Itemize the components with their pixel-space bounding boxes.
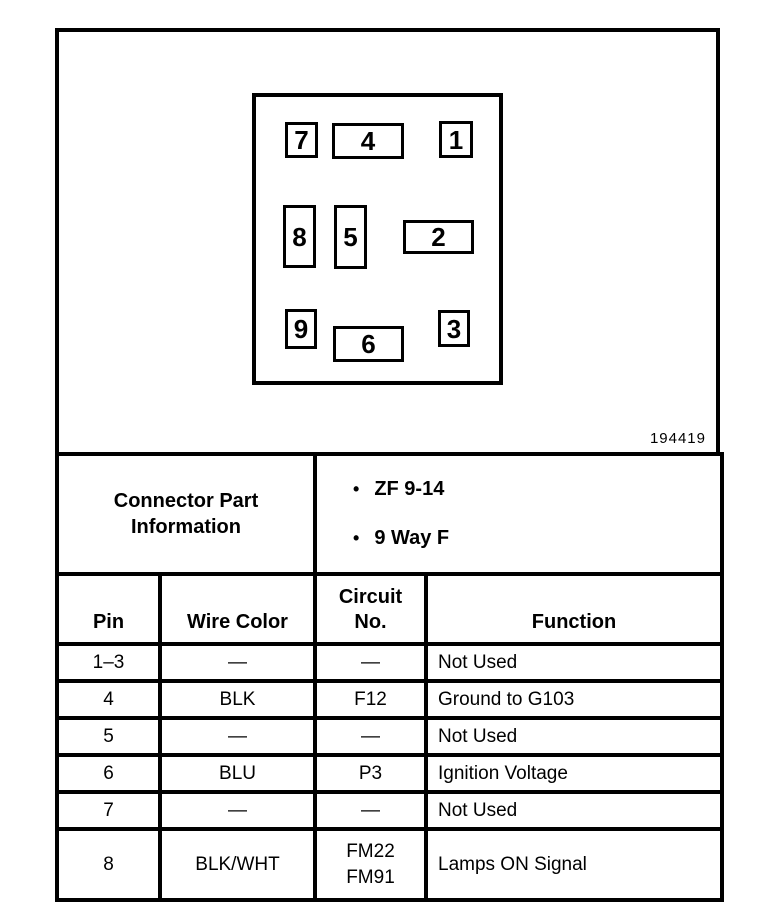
column-header-wire-color: Wire Color — [158, 572, 317, 646]
cell-pin: 8 — [55, 827, 162, 902]
pin-cavity-3: 3 — [438, 310, 470, 347]
pin-label: 4 — [360, 126, 376, 156]
cell-function: Not Used — [424, 642, 724, 683]
cell-pin: 5 — [55, 716, 162, 757]
cell-pin: 1–3 — [55, 642, 162, 683]
table-row: 6 BLU P3 Ignition Voltage — [55, 753, 724, 794]
cell-pin: 6 — [55, 753, 162, 794]
table-header-row: Pin Wire Color Circuit No. Function — [55, 572, 724, 646]
cell-function: Not Used — [424, 716, 724, 757]
cell-function: Not Used — [424, 790, 724, 831]
connector-part-info-values: • ZF 9-14 • 9 Way F — [313, 452, 724, 576]
pin-cavity-1: 1 — [439, 121, 473, 158]
pin-cavity-8: 8 — [283, 205, 316, 268]
connector-diagram-area: 7 4 1 8 5 2 9 6 3 194419 — [55, 28, 720, 452]
cell-pin: 7 — [55, 790, 162, 831]
connector-document: 7 4 1 8 5 2 9 6 3 194419 Connector P — [55, 28, 724, 902]
cell-circuit-no: — — [313, 642, 428, 683]
pin-label: 8 — [292, 221, 307, 252]
part-info-bullet-item: • ZF 9-14 — [319, 474, 718, 505]
pin-table: Connector Part Information • ZF 9-14 • 9 W… — [55, 452, 724, 902]
table-row: 5 — — Not Used — [55, 716, 724, 757]
part-info-bullet-item: • 9 Way F — [319, 523, 718, 554]
table-row: 8 BLK/WHT FM22 FM91 Lamps ON Signal — [55, 827, 724, 902]
connector-part-info-label: Connector Part Information — [55, 452, 317, 576]
cell-wire-color: — — [158, 642, 317, 683]
pin-cavity-5: 5 — [334, 205, 367, 269]
cell-wire-color: — — [158, 716, 317, 757]
pin-cavity-6: 6 — [333, 326, 404, 362]
cell-pin: 4 — [55, 679, 162, 720]
cell-wire-color: — — [158, 790, 317, 831]
table-row: 7 — — Not Used — [55, 790, 724, 831]
bullet-icon: • — [353, 479, 360, 499]
pin-cavity-4: 4 — [332, 123, 404, 159]
table-row: 4 BLK F12 Ground to G103 — [55, 679, 724, 720]
connector-part-info-row: Connector Part Information • ZF 9-14 • 9 W… — [55, 452, 724, 576]
pin-label: 2 — [431, 222, 446, 252]
cell-wire-color: BLU — [158, 753, 317, 794]
connector-way-count: 9 Way F — [374, 527, 450, 549]
cell-circuit-no: FM22 FM91 — [313, 827, 428, 902]
cell-wire-color: BLK — [158, 679, 317, 720]
part-number: ZF 9-14 — [374, 478, 445, 500]
bullet-icon: • — [353, 528, 360, 548]
cell-circuit-no: F12 — [313, 679, 428, 720]
pin-label: 5 — [343, 222, 358, 252]
pin-label: 3 — [446, 313, 462, 344]
table-row: 1–3 — — Not Used — [55, 642, 724, 683]
cell-circuit-no: P3 — [313, 753, 428, 794]
cell-circuit-no: — — [313, 716, 428, 757]
pin-label: 7 — [294, 125, 309, 155]
column-header-pin: Pin — [55, 572, 162, 646]
column-header-circuit-no: Circuit No. — [313, 572, 428, 646]
cell-function: Lamps ON Signal — [424, 827, 724, 902]
pin-cavity-9: 9 — [285, 309, 317, 349]
cell-function: Ignition Voltage — [424, 753, 724, 794]
pin-cavity-7: 7 — [285, 122, 318, 158]
pin-label: 6 — [361, 329, 376, 359]
cell-function: Ground to G103 — [424, 679, 724, 720]
cell-circuit-no: — — [313, 790, 428, 831]
pin-label: 9 — [293, 314, 309, 344]
figure-number: 194419 — [649, 430, 706, 447]
pin-label: 1 — [448, 124, 464, 155]
column-header-function: Function — [424, 572, 724, 646]
cell-wire-color: BLK/WHT — [158, 827, 317, 902]
connector-face-diagram: 7 4 1 8 5 2 9 6 3 — [252, 93, 503, 385]
pin-cavity-2: 2 — [403, 220, 474, 254]
